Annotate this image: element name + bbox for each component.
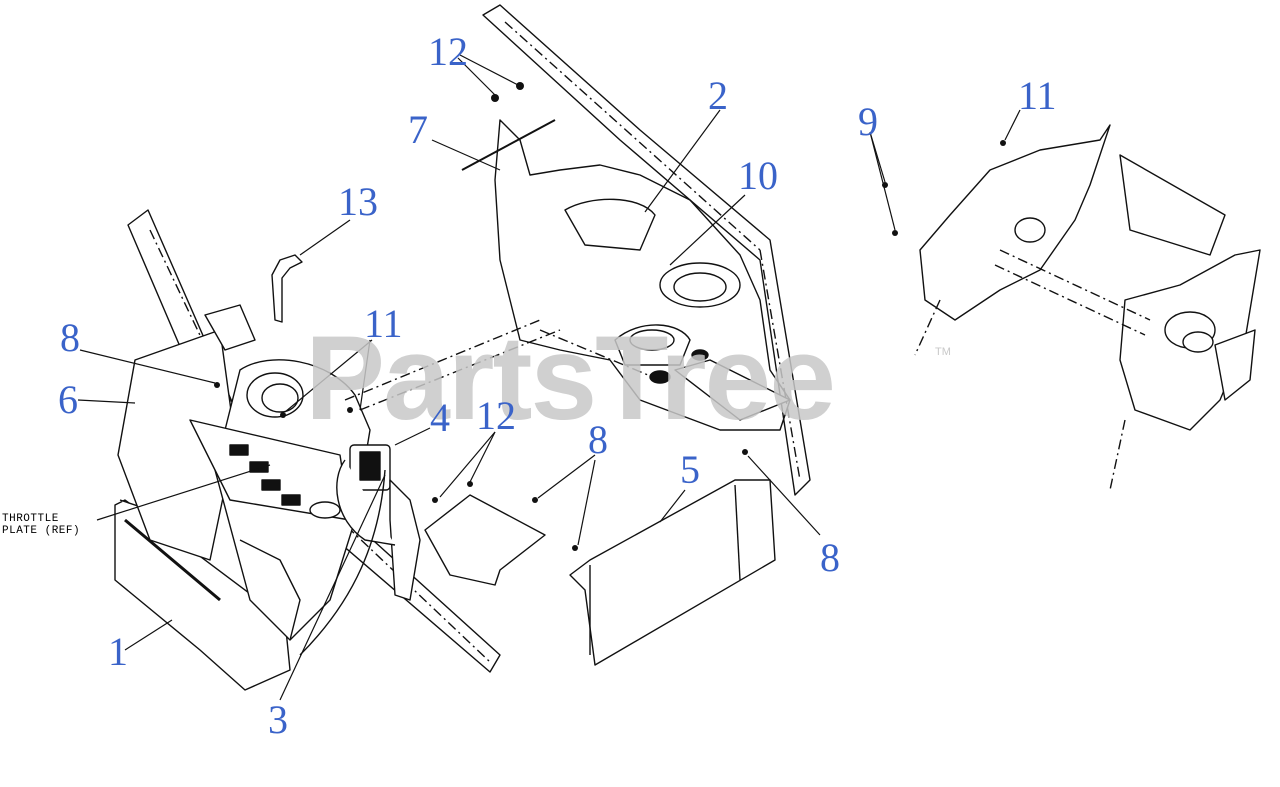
callout-4: 4	[430, 395, 450, 440]
throttle-plate-ref-line2: PLATE (REF)	[2, 525, 81, 537]
callout-1: 1	[108, 629, 128, 674]
floor-plate	[424, 359, 791, 586]
callout-3: 3	[268, 697, 288, 742]
center-fender	[494, 119, 791, 431]
callout-6: 6	[58, 377, 78, 422]
callout-12-mid: 12	[476, 393, 516, 438]
callout-8-left: 8	[60, 315, 80, 360]
hose-part-13	[271, 254, 303, 323]
cable-part-3	[299, 469, 386, 656]
panel-part-5	[569, 479, 776, 666]
side-shroud-part-6	[117, 304, 256, 561]
callout-2: 2	[708, 73, 728, 118]
callout-7: 7	[408, 107, 428, 152]
watermark-tm: TM	[935, 346, 951, 358]
callout-8-mid: 8	[588, 417, 608, 462]
rod-part-7	[461, 119, 556, 171]
callout-10: 10	[738, 153, 778, 198]
callout-9: 9	[858, 99, 878, 144]
watermark-text: PartsTree	[305, 311, 836, 445]
inset-assembly	[914, 124, 1261, 491]
control-box-part-4	[336, 444, 421, 601]
callout-11-right: 11	[1018, 73, 1057, 118]
right-frame-rail	[482, 4, 811, 496]
callout-12-top: 12	[428, 29, 468, 74]
leader-lines	[77, 54, 1021, 701]
cross-member	[344, 319, 661, 411]
callout-8-right: 8	[820, 535, 840, 580]
callout-13: 13	[338, 179, 378, 224]
dash-panel-left	[189, 359, 371, 641]
callout-5: 5	[680, 447, 700, 492]
throttle-plate-ref-line1: THROTTLE	[2, 513, 59, 525]
callout-11-left: 11	[364, 301, 403, 346]
